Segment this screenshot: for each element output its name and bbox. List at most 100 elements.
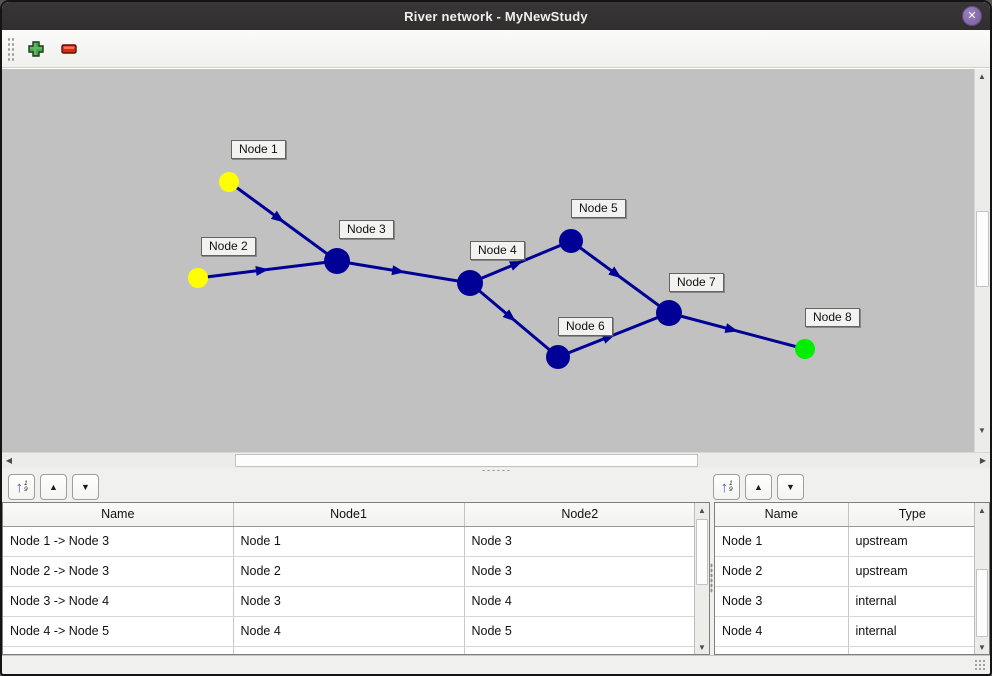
horizontal-splitter[interactable] — [2, 468, 990, 473]
column-header-name[interactable]: Name — [715, 503, 849, 527]
table-cell — [848, 646, 976, 654]
scroll-down-icon[interactable]: ▼ — [978, 642, 986, 652]
node-node7[interactable] — [656, 300, 682, 326]
canvas-horizontal-scrollbar[interactable]: ◀ ▶ — [2, 452, 990, 468]
edge-move-down-button[interactable]: ▼ — [72, 474, 99, 500]
node-node6[interactable] — [546, 345, 570, 369]
edge-arrow-icon — [391, 265, 406, 276]
edge-arrow-icon — [724, 323, 739, 333]
column-header-name[interactable]: Name — [3, 503, 234, 527]
table-cell[interactable]: Node 5 — [464, 616, 695, 647]
table-cell[interactable]: Node 4 — [233, 616, 465, 647]
column-header-node2[interactable]: Node2 — [464, 503, 695, 527]
table-cell[interactable]: internal — [848, 586, 976, 617]
table-cell[interactable]: upstream — [848, 556, 976, 587]
move-up-icon: ▲ — [754, 482, 763, 492]
column-header-type[interactable]: Type — [848, 503, 976, 527]
node-label-node4[interactable]: Node 4 — [470, 241, 525, 260]
node-node1[interactable] — [219, 172, 239, 192]
node-label-node6[interactable]: Node 6 — [558, 317, 613, 336]
table-cell[interactable]: Node 3 — [715, 586, 849, 617]
node-move-up-button[interactable]: ▲ — [745, 474, 772, 500]
edge-arrow-icon — [502, 309, 516, 322]
table-cell[interactable]: upstream — [848, 526, 976, 557]
node-label-node3[interactable]: Node 3 — [339, 220, 394, 239]
node-table-scrollbar[interactable]: ▲ ▼ — [974, 503, 989, 654]
node-node2[interactable] — [188, 268, 208, 288]
table-cell — [233, 646, 465, 654]
table-cell — [715, 646, 849, 654]
scroll-right-icon[interactable]: ▶ — [979, 455, 987, 465]
canvas-vertical-scrollbar[interactable]: ▲ ▼ — [974, 69, 990, 453]
edge-table-scrollbar[interactable]: ▲ ▼ — [694, 503, 709, 654]
table-cell[interactable]: Node 1 — [233, 526, 465, 557]
table-cell[interactable]: Node 2 — [233, 556, 465, 587]
remove-node-button[interactable] — [56, 36, 82, 62]
network-view: Node 1 Node 2 Node 3 Node 4 Node 5 Node 6 Node… — [2, 68, 990, 453]
node-table-scroll-thumb[interactable] — [976, 569, 988, 637]
network-graph — [188, 172, 815, 369]
node-node4[interactable] — [457, 270, 483, 296]
table-cell[interactable]: Node 3 -> Node 4 — [3, 586, 234, 617]
scroll-down-icon[interactable]: ▼ — [698, 642, 706, 652]
vertical-splitter[interactable] — [709, 502, 714, 654]
main-toolbar — [2, 30, 990, 68]
table-cell[interactable]: Node 4 — [715, 616, 849, 647]
edge-arrow-icon — [608, 266, 622, 279]
edge-table-scroll-thumb[interactable] — [696, 519, 708, 585]
scroll-left-icon[interactable]: ◀ — [5, 455, 13, 465]
node-label-node1[interactable]: Node 1 — [231, 140, 286, 159]
table-cell[interactable]: internal — [848, 616, 976, 647]
table-cell[interactable]: Node 1 -> Node 3 — [3, 526, 234, 557]
edge-arrow-icon — [601, 334, 616, 344]
toolbar-drag-handle[interactable] — [7, 36, 15, 61]
column-header-node1[interactable]: Node1 — [233, 503, 465, 527]
node-node5[interactable] — [559, 229, 583, 253]
table-cell[interactable]: Node 2 — [715, 556, 849, 587]
scroll-up-icon[interactable]: ▲ — [698, 505, 706, 515]
node-label-node7[interactable]: Node 7 — [669, 273, 724, 292]
node-node3[interactable] — [324, 248, 350, 274]
title-bar[interactable]: River network - MyNewStudy ✕ — [2, 2, 990, 30]
node-label-node8[interactable]: Node 8 — [805, 308, 860, 327]
resize-grip[interactable] — [974, 659, 986, 671]
table-cell[interactable]: Node 4 -> Node 5 — [3, 616, 234, 647]
node-move-down-button[interactable]: ▼ — [777, 474, 804, 500]
scroll-down-icon[interactable]: ▼ — [978, 425, 986, 435]
scroll-up-icon[interactable]: ▲ — [978, 505, 986, 515]
node-node8[interactable] — [795, 339, 815, 359]
canvas-vscroll-thumb[interactable] — [976, 211, 989, 287]
table-cell[interactable]: Node 3 — [464, 526, 695, 557]
move-down-icon: ▼ — [786, 482, 795, 492]
node-label-node5[interactable]: Node 5 — [571, 199, 626, 218]
add-node-button[interactable] — [23, 36, 49, 62]
canvas-hscroll-thumb[interactable] — [235, 454, 698, 467]
table-cell[interactable]: Node 3 — [464, 556, 695, 587]
table-cell[interactable]: Node 3 — [233, 586, 465, 617]
scroll-up-icon[interactable]: ▲ — [978, 71, 986, 81]
edge-move-up-button[interactable]: ▲ — [40, 474, 67, 500]
node-label-node2[interactable]: Node 2 — [201, 237, 256, 256]
close-button[interactable]: ✕ — [962, 6, 982, 26]
window-title: River network - MyNewStudy — [404, 8, 588, 24]
network-canvas[interactable]: Node 1 Node 2 Node 3 Node 4 Node 5 Node 6 Node… — [2, 69, 974, 453]
table-cell[interactable]: Node 4 — [464, 586, 695, 617]
table-cell[interactable]: Node 1 — [715, 526, 849, 557]
table-cell[interactable]: Node 2 -> Node 3 — [3, 556, 234, 587]
